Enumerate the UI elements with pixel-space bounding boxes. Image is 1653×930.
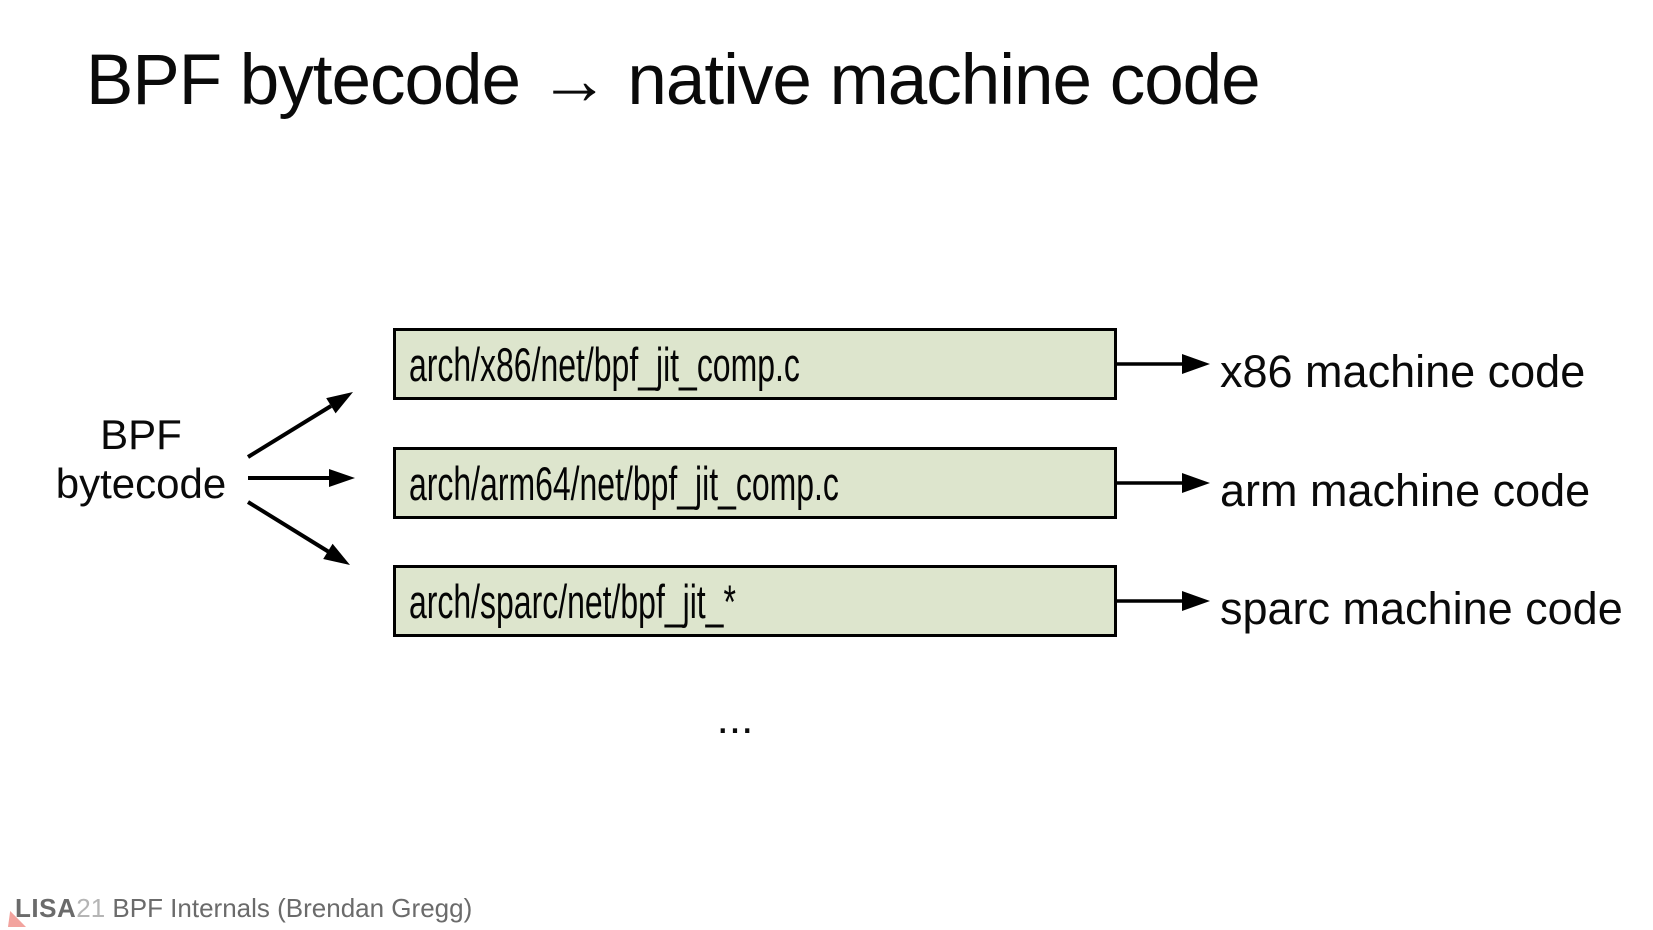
right-arrow-icon [1116,473,1210,493]
lisa-logo-text: LISA [15,893,77,923]
file-box-sparc: arch/sparc/net/bpf_jit_* [393,565,1117,637]
lisa-logo-year: 21 [76,893,106,923]
bpf-bytecode-line2: bytecode [55,460,227,507]
right-arrow-icon [1116,591,1210,611]
file-path-x86: arch/x86/net/bpf_jit_comp.c [409,337,800,391]
bpf-bytecode-label: BPF bytecode [28,410,254,508]
footer: LISA21 BPF Internals (Brendan Gregg) [15,893,472,923]
fan-arrows-icon [246,392,355,565]
footer-credit: BPF Internals (Brendan Gregg) [112,893,473,923]
file-path-arm64: arch/arm64/net/bpf_jit_comp.c [409,456,839,510]
more-architectures-ellipsis: ... [716,694,754,743]
output-label-x86: x86 machine code [1220,346,1586,397]
file-box-x86: arch/x86/net/bpf_jit_comp.c [393,328,1117,400]
right-arrow-icon [1116,354,1210,374]
slide-title: BPF bytecode → native machine code [86,41,1261,120]
output-label-arm: arm machine code [1220,465,1591,516]
file-box-arm64: arch/arm64/net/bpf_jit_comp.c [393,447,1117,519]
bpf-bytecode-line1: BPF [100,411,182,458]
file-path-sparc: arch/sparc/net/bpf_jit_* [409,574,736,628]
output-label-sparc: sparc machine code [1220,583,1623,634]
